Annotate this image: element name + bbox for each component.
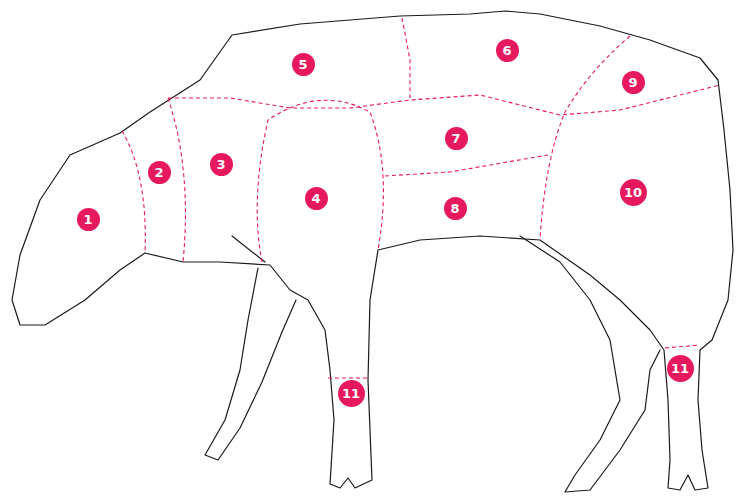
callout-number: 11 bbox=[667, 355, 694, 382]
callout-circle-shape bbox=[305, 187, 328, 210]
cut-line bbox=[328, 377, 370, 378]
callout-number-text: 8 bbox=[444, 197, 467, 220]
callout-number-text: 9 bbox=[622, 71, 645, 94]
callout-circle-shape bbox=[667, 355, 694, 382]
callout-number: 1 bbox=[77, 208, 100, 231]
callout-number: 6 bbox=[496, 39, 519, 62]
callout-circle-shape bbox=[292, 53, 315, 76]
callout-number-text: 3 bbox=[210, 153, 233, 176]
callout-number-text: 7 bbox=[445, 127, 468, 150]
callout-number-text: 10 bbox=[620, 179, 647, 206]
callout-circle-shape bbox=[444, 197, 467, 220]
cut-line bbox=[385, 155, 548, 176]
callout-circle-shape bbox=[622, 71, 645, 94]
callout-number-text: 5 bbox=[292, 53, 315, 76]
cut-line bbox=[540, 36, 630, 240]
callout-number: 3 bbox=[210, 153, 233, 176]
callout-circle-shape bbox=[338, 380, 365, 407]
body-outline bbox=[12, 11, 733, 490]
callout-number: 11 bbox=[338, 380, 365, 407]
callout-number: 5 bbox=[292, 53, 315, 76]
callout-circle-shape bbox=[445, 127, 468, 150]
callout-circle-shape bbox=[77, 208, 100, 231]
callout-number-text: 11 bbox=[667, 355, 694, 382]
cut-line bbox=[257, 100, 383, 262]
callout-number: 4 bbox=[305, 187, 328, 210]
callout-number: 7 bbox=[445, 127, 468, 150]
elbow-line bbox=[232, 236, 265, 262]
callout-number-text: 11 bbox=[338, 380, 365, 407]
cut-line bbox=[168, 98, 185, 262]
callout-circle-shape bbox=[148, 161, 171, 184]
callout-number: 9 bbox=[622, 71, 645, 94]
callout-number: 8 bbox=[444, 197, 467, 220]
callout-number: 2 bbox=[148, 161, 171, 184]
callout-number-text: 1 bbox=[77, 208, 100, 231]
callout-number-text: 4 bbox=[305, 187, 328, 210]
callout-circle-shape bbox=[620, 179, 647, 206]
cut-line bbox=[402, 18, 410, 100]
callout-circle-shape bbox=[496, 39, 519, 62]
front-leg-outline bbox=[205, 268, 296, 460]
cut-line bbox=[122, 131, 145, 253]
callout-number-text: 2 bbox=[148, 161, 171, 184]
cut-line bbox=[665, 345, 700, 348]
callout-number: 10 bbox=[620, 179, 647, 206]
callout-number-text: 6 bbox=[496, 39, 519, 62]
callout-circle-shape bbox=[210, 153, 233, 176]
rear-leg-outline bbox=[520, 236, 660, 492]
cut-lines bbox=[122, 18, 720, 378]
